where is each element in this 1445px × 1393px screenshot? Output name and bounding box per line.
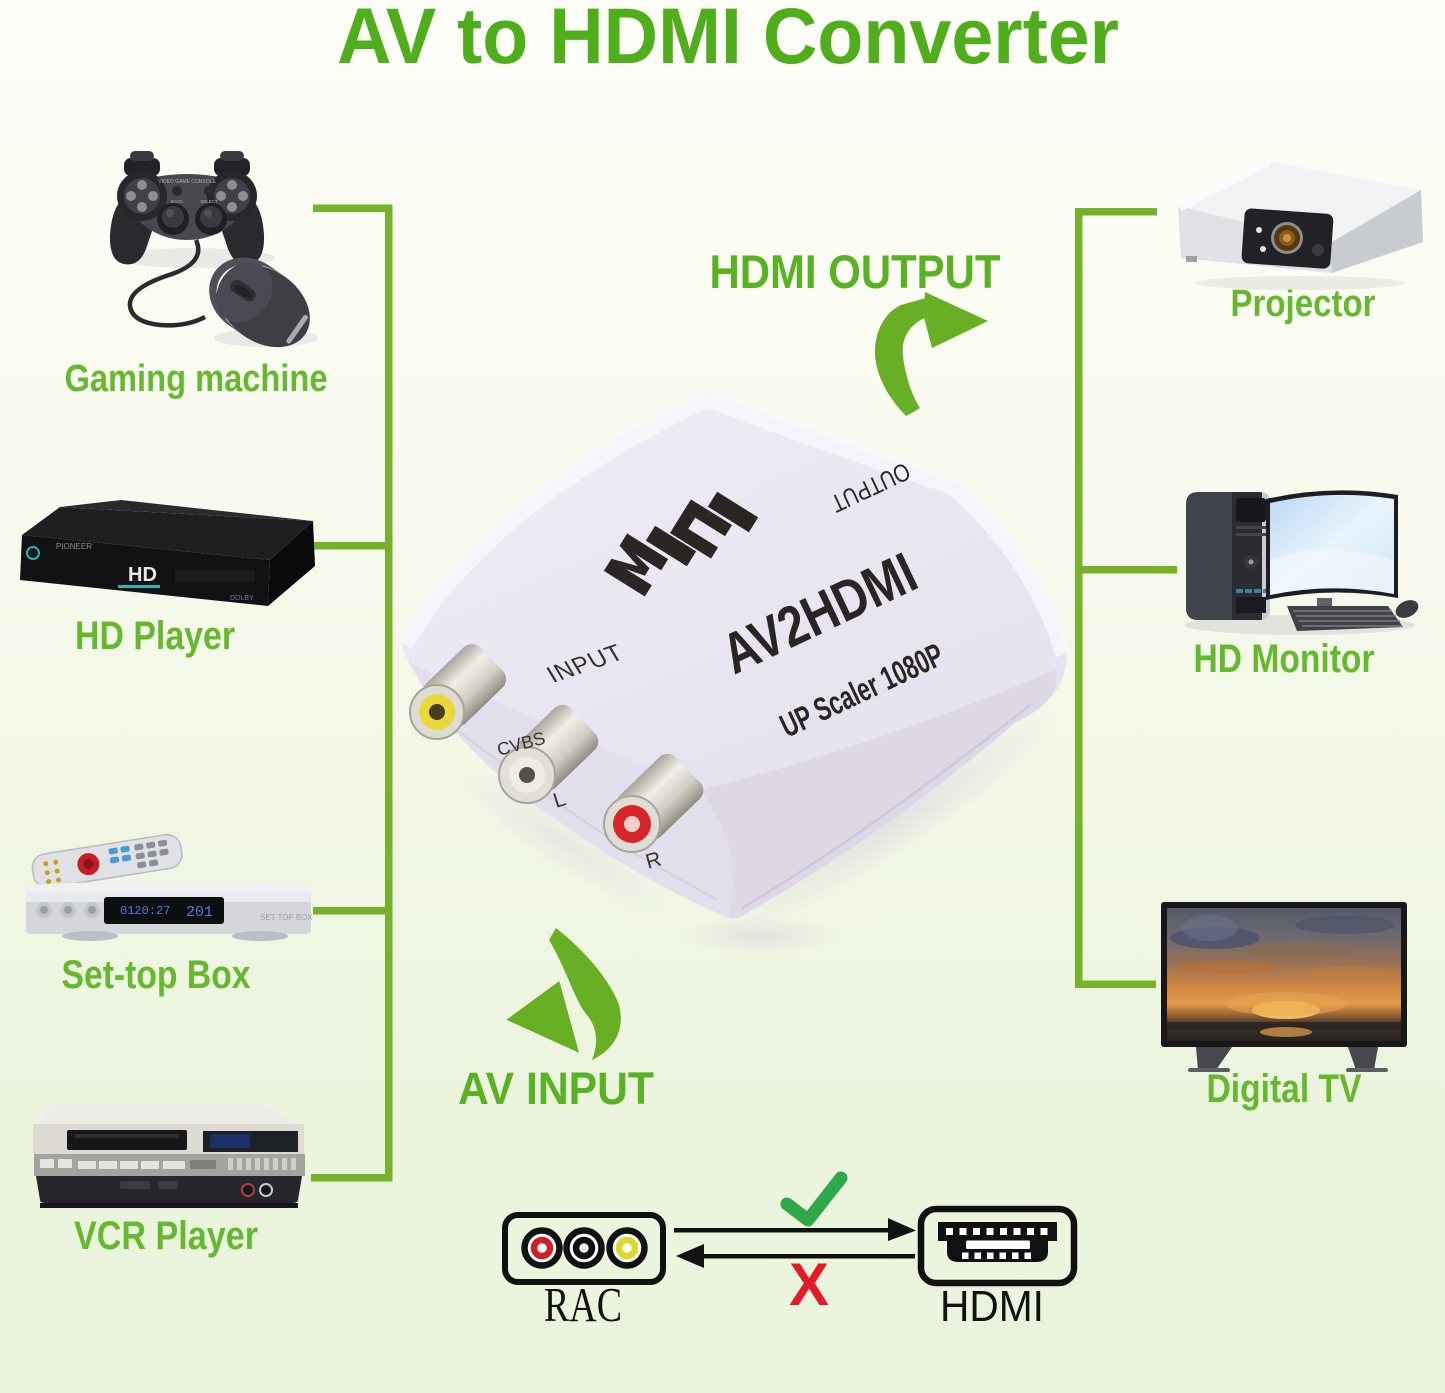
svg-text:HDMI: HDMI [940, 1282, 1044, 1331]
svg-text:201: 201 [186, 904, 213, 921]
svg-text:SELECT: SELECT [200, 199, 218, 204]
svg-text:BACK: BACK [171, 199, 183, 204]
svg-text:VCR Player: VCR Player [74, 1214, 258, 1258]
svg-text:Digital TV: Digital TV [1207, 1067, 1362, 1111]
svg-text:AV to HDMI Converter: AV to HDMI Converter [337, 0, 1119, 80]
svg-text:DOLBY: DOLBY [230, 595, 254, 602]
svg-text:Projector: Projector [1231, 283, 1376, 325]
svg-text:HD: HD [128, 564, 157, 586]
svg-text:AV INPUT: AV INPUT [458, 1063, 654, 1114]
svg-text:R: R [643, 848, 664, 874]
svg-text:RAC: RAC [544, 1277, 622, 1332]
svg-text:HD Monitor: HD Monitor [1194, 637, 1375, 681]
svg-text:Gaming machine: Gaming machine [65, 358, 328, 400]
svg-text:HDMI OUTPUT: HDMI OUTPUT [710, 245, 1001, 298]
svg-text:VIDEO GAME CONSOLE: VIDEO GAME CONSOLE [158, 179, 216, 185]
svg-text:X: X [789, 1251, 829, 1318]
svg-text:SET TOP BOX: SET TOP BOX [260, 913, 313, 922]
svg-text:0120:27: 0120:27 [120, 904, 170, 918]
svg-text:Set-top Box: Set-top Box [62, 953, 251, 997]
svg-text:PIONEER: PIONEER [56, 542, 92, 551]
svg-text:HD Player: HD Player [75, 614, 235, 658]
